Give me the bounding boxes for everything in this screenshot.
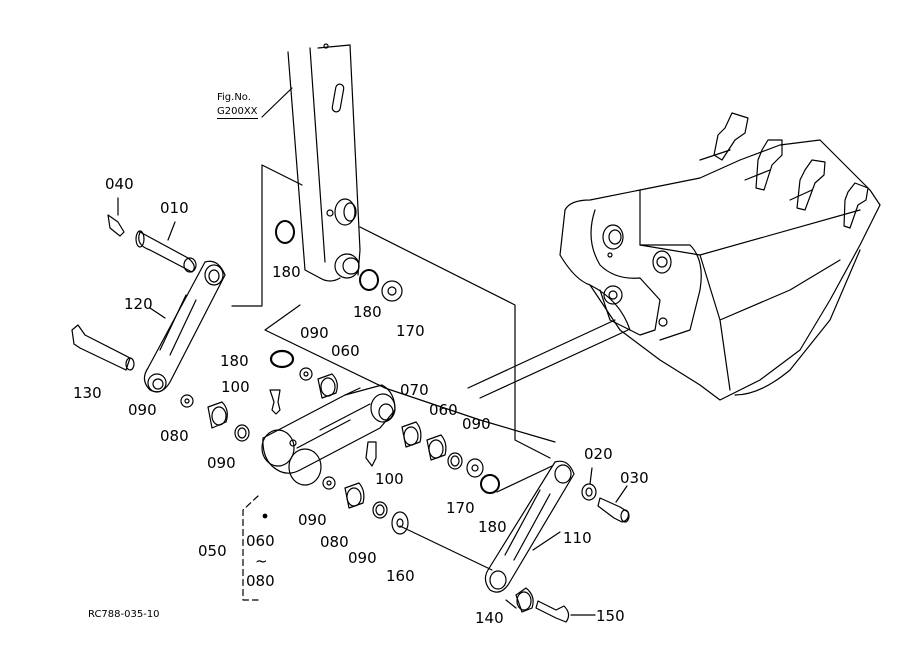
callout-130: 130: [73, 384, 102, 402]
group-050-bracket: [242, 495, 268, 601]
callout-090-bottom: 090: [348, 549, 377, 567]
callout-030: 030: [620, 469, 649, 487]
callout-090-left: 090: [128, 401, 157, 419]
fig-ref-leader: [261, 87, 293, 118]
callout-060-top: 060: [331, 342, 360, 360]
link-120-drawing: [143, 260, 226, 393]
callout-180-right: 180: [478, 518, 507, 536]
link-050-drawing: [261, 384, 396, 486]
drawing-code: RC788-035-10: [88, 609, 160, 620]
bucket-drawing: [559, 112, 881, 401]
callout-020: 020: [584, 445, 613, 463]
callout-170-top: 170: [396, 322, 425, 340]
callout-080-left: 080: [160, 427, 189, 445]
callout-040: 040: [105, 175, 134, 193]
callout-170-right: 170: [446, 499, 475, 517]
arm-ring-drawing: [275, 220, 403, 302]
callout-050-range-end: 080: [246, 572, 275, 590]
callout-060-right: 060: [429, 401, 458, 419]
pin-130-drawing: [71, 324, 135, 371]
left-hardware-drawing: [180, 394, 250, 442]
callout-080-lower: 080: [320, 533, 349, 551]
arm-drawing: [287, 43, 361, 282]
callout-070: 070: [400, 381, 429, 399]
callout-140: 140: [475, 609, 504, 627]
bolt-030-drawing: [581, 483, 630, 523]
callout-010: 010: [160, 199, 189, 217]
callout-090-top: 090: [300, 324, 329, 342]
callout-180-arm: 180: [272, 263, 301, 281]
callout-100-right: 100: [375, 470, 404, 488]
callout-050-range-start: 060: [246, 532, 275, 550]
callout-150: 150: [596, 607, 625, 625]
top-row-hardware-drawing: [269, 349, 338, 399]
callout-160: 160: [386, 567, 415, 585]
callout-090-right: 090: [462, 415, 491, 433]
callout-120: 120: [124, 295, 153, 313]
callout-180-top: 180: [220, 352, 249, 370]
pin-010-drawing: [107, 214, 197, 273]
grease-nipple-drawing: [269, 389, 377, 467]
callout-090-lower: 090: [298, 511, 327, 529]
fig-ref-label: Fig.No.: [217, 92, 251, 103]
link-110-drawing: [484, 460, 575, 593]
fig-ref-number: G200XX: [217, 106, 258, 119]
callout-leaders: [117, 197, 628, 609]
bolt-150-drawing: [515, 587, 596, 623]
callout-090-left-lower: 090: [207, 454, 236, 472]
assembly-lines: [231, 164, 629, 571]
callout-180-mid: 180: [353, 303, 382, 321]
lower-hardware-drawing: [322, 476, 409, 535]
callout-100-left: 100: [221, 378, 250, 396]
callout-110: 110: [563, 529, 592, 547]
callout-050-range-marker: ~: [255, 552, 268, 570]
callout-050: 050: [198, 542, 227, 560]
right-row-hardware-drawing: [401, 421, 500, 494]
